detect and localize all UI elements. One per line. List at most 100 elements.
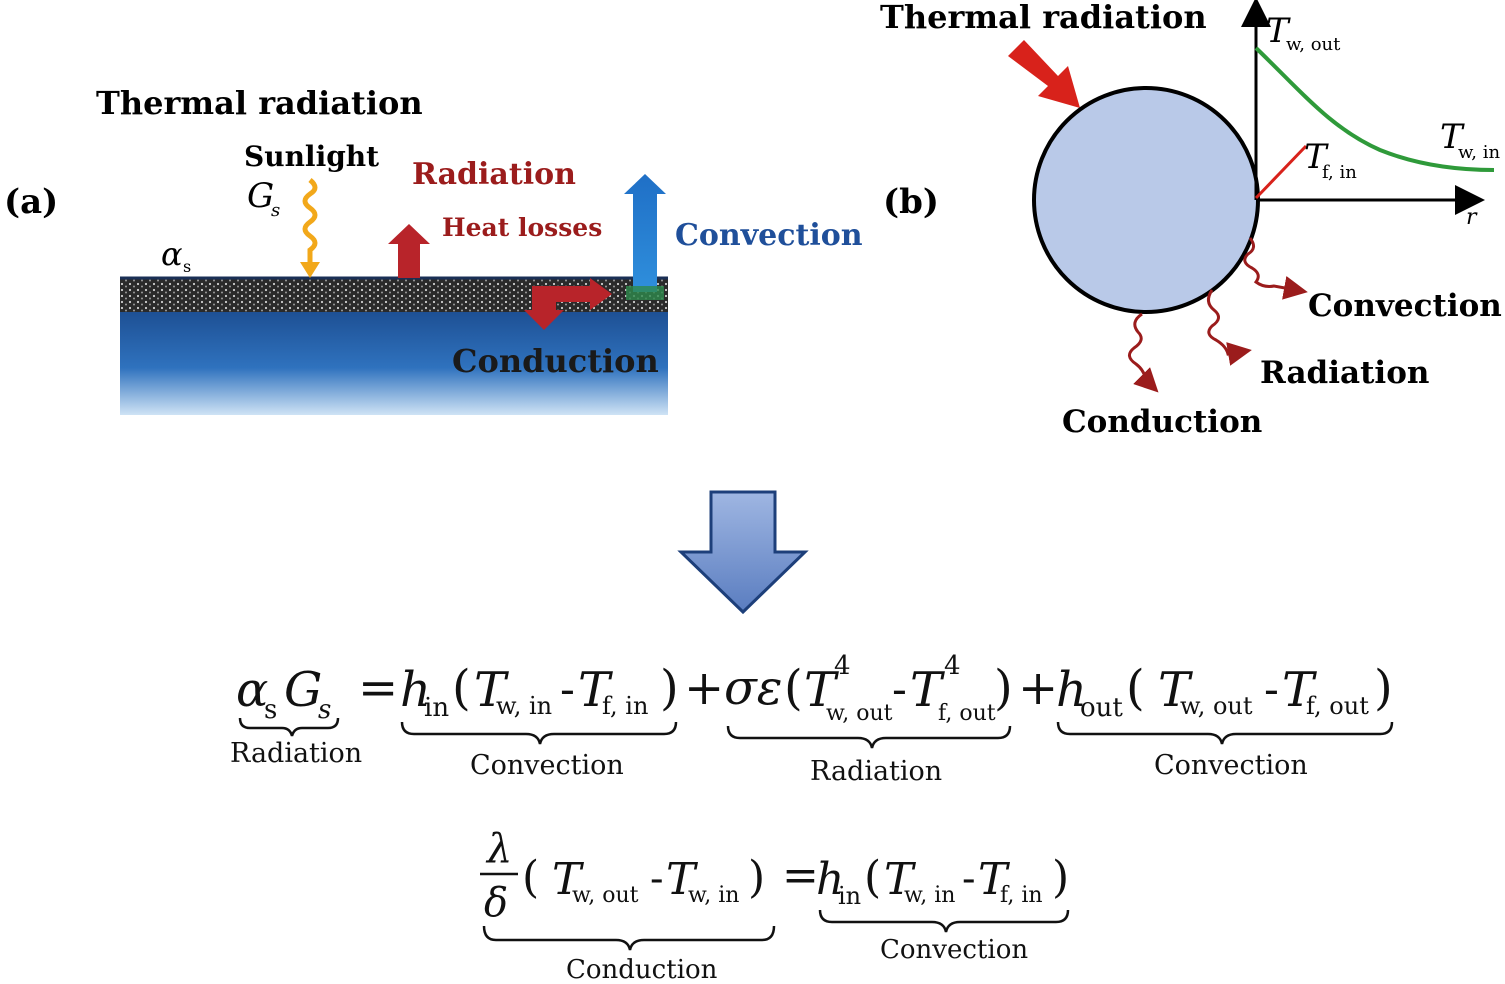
eq1-alpha: α — [236, 662, 268, 718]
fluid-temperature-line — [1254, 144, 1308, 200]
sunlight-wave-arrow — [302, 178, 318, 268]
t-f-in-subscript: f, in — [1322, 162, 1357, 183]
eq2-rhs-label: Convection — [880, 935, 1028, 965]
panel-a: (a) Thermal radiation Sunlight G s α s R… — [4, 84, 863, 415]
t-w-in-subscript: w, in — [1458, 142, 1500, 163]
eq1-h-out-sub: out — [1080, 693, 1123, 723]
eq1-t1-minus: - — [560, 664, 575, 715]
eq2-lhs-label: Conduction — [566, 955, 718, 984]
eq1-t1-T2-sub: f, in — [602, 692, 648, 720]
eq1-sigma-eps: σε — [724, 660, 783, 716]
eq1-term2-label: Radiation — [810, 756, 942, 787]
eq2-lambda: λ — [485, 826, 512, 872]
gs-subscript: s — [271, 200, 280, 221]
eq2-rhs-brace — [818, 909, 1070, 933]
panel-b-radiation-label: Radiation — [1260, 355, 1429, 391]
eq2-lhs-T1: T — [552, 854, 585, 905]
panel-b-label: (b) — [883, 182, 939, 222]
eq2-rhs-T2-sub: f, in — [1000, 883, 1043, 908]
panel-b-title: Thermal radiation — [880, 0, 1207, 36]
eq1-t2-T1-sup: 4 — [834, 651, 851, 681]
eq1-t1-open: ( — [452, 660, 471, 716]
conduction-loss-wave — [1128, 312, 1159, 393]
eq1-t1-close: ) — [660, 660, 679, 716]
radiation-label: Radiation — [412, 157, 576, 192]
eq1-term2-brace — [726, 725, 1012, 749]
eq2-lhs-close: ) — [748, 852, 765, 903]
eq1-t3-T1-sub: w, out — [1180, 692, 1253, 720]
convection-loss-wave — [1243, 237, 1308, 300]
eq2-rhs-open: ( — [864, 852, 881, 903]
eq2-lhs-T1-sub: w, out — [572, 883, 639, 908]
wall-temperature-curve — [1254, 46, 1495, 172]
panel-b-convection-label: Convection — [1308, 288, 1502, 324]
eq1-t2-T2-sub: f, out — [938, 701, 996, 726]
eq1-t2-minus: - — [892, 664, 907, 715]
eq1-t3-T1: T — [1158, 662, 1193, 718]
eq2-lhs-T2-sub: w, in — [688, 883, 739, 908]
radiation-loss-arrow — [388, 224, 430, 278]
eq2-delta: δ — [484, 880, 508, 926]
panel-b-conduction-label: Conduction — [1062, 404, 1262, 440]
panel-b: (b) Thermal radiation r T w, out T w, in… — [880, 0, 1502, 440]
eq1-term3-brace — [1056, 721, 1394, 745]
eq1-term1-brace — [400, 721, 678, 745]
eq2-rhs-T1: T — [884, 854, 917, 905]
eq1-alpha-sub: s — [264, 695, 277, 725]
eq1-G: G — [284, 662, 322, 718]
convection-label: Convection — [675, 218, 863, 253]
panel-a-label: (a) — [4, 182, 58, 222]
eq1-lhs-label: Radiation — [230, 738, 362, 769]
eq1-t3-close: ) — [1374, 660, 1393, 716]
conduction-label: Conduction — [452, 342, 659, 380]
eq1-t3-T2-sub: f, out — [1306, 692, 1369, 720]
eq2-rhs-T1-sub: w, in — [904, 883, 955, 908]
conduction-arrow-right — [540, 278, 612, 310]
eq2-lhs-brace — [482, 925, 776, 951]
down-arrow — [677, 490, 809, 615]
energy-balance-equation: α s G s Radiation = h in ( T w, in - T f… — [230, 651, 1394, 787]
convection-arrow — [624, 174, 666, 292]
eq2-rhs-minus: - — [962, 856, 976, 902]
heat-losses-label: Heat losses — [442, 213, 602, 242]
eq1-h-in: h — [400, 662, 431, 718]
eq2-lhs-T2: T — [666, 854, 699, 905]
radiation-loss-wave — [1207, 289, 1252, 366]
r-axis-label: r — [1466, 205, 1478, 230]
eq1-t3-open: ( — [1126, 660, 1145, 716]
gs-symbol: G — [247, 176, 274, 216]
eq2-lhs-minus: - — [650, 856, 664, 902]
eq2-equals: = — [782, 850, 819, 901]
eq1-equals: = — [358, 660, 398, 716]
t-w-in-symbol: T — [1440, 117, 1465, 157]
t-w-out-symbol: T — [1266, 11, 1291, 51]
panel-a-title: Thermal radiation — [96, 84, 423, 122]
water-body — [120, 310, 668, 415]
eq1-h-in-sub: in — [424, 693, 449, 723]
eq1-t1-T1: T — [474, 662, 509, 718]
eq2-lhs-open: ( — [522, 852, 539, 903]
eq1-plus1: + — [684, 660, 724, 716]
sunlight-label: Sunlight — [244, 140, 379, 173]
eq1-term3-label: Convection — [1154, 750, 1308, 781]
eq2-h-in: h — [816, 854, 844, 905]
eq2-rhs-T2: T — [978, 854, 1011, 905]
eq1-h-out: h — [1056, 662, 1087, 718]
eq1-t1-T1-sub: w, in — [496, 692, 552, 720]
incoming-radiation-arrow — [1008, 40, 1080, 108]
tube-cross-section — [1032, 86, 1260, 314]
eq1-lhs-brace — [238, 717, 340, 737]
eq1-t2-T2-sup: 4 — [944, 651, 961, 681]
eq1-t2-open: ( — [784, 660, 803, 716]
eq1-t2-close: ) — [994, 660, 1013, 716]
t-f-in-symbol: T — [1304, 137, 1329, 177]
eq1-term1-label: Convection — [470, 750, 624, 781]
sunlight-arrowhead — [300, 262, 320, 278]
eq1-t2-T1: T — [804, 662, 839, 718]
convection-contact-patch — [626, 286, 664, 300]
eq2-h-in-sub: in — [838, 882, 861, 910]
conduction-equation: λ δ ( T w, out - T w, in ) Conduction = … — [480, 826, 1070, 984]
eq1-t1-T2: T — [578, 662, 613, 718]
eq1-t3-minus: - — [1264, 664, 1279, 715]
